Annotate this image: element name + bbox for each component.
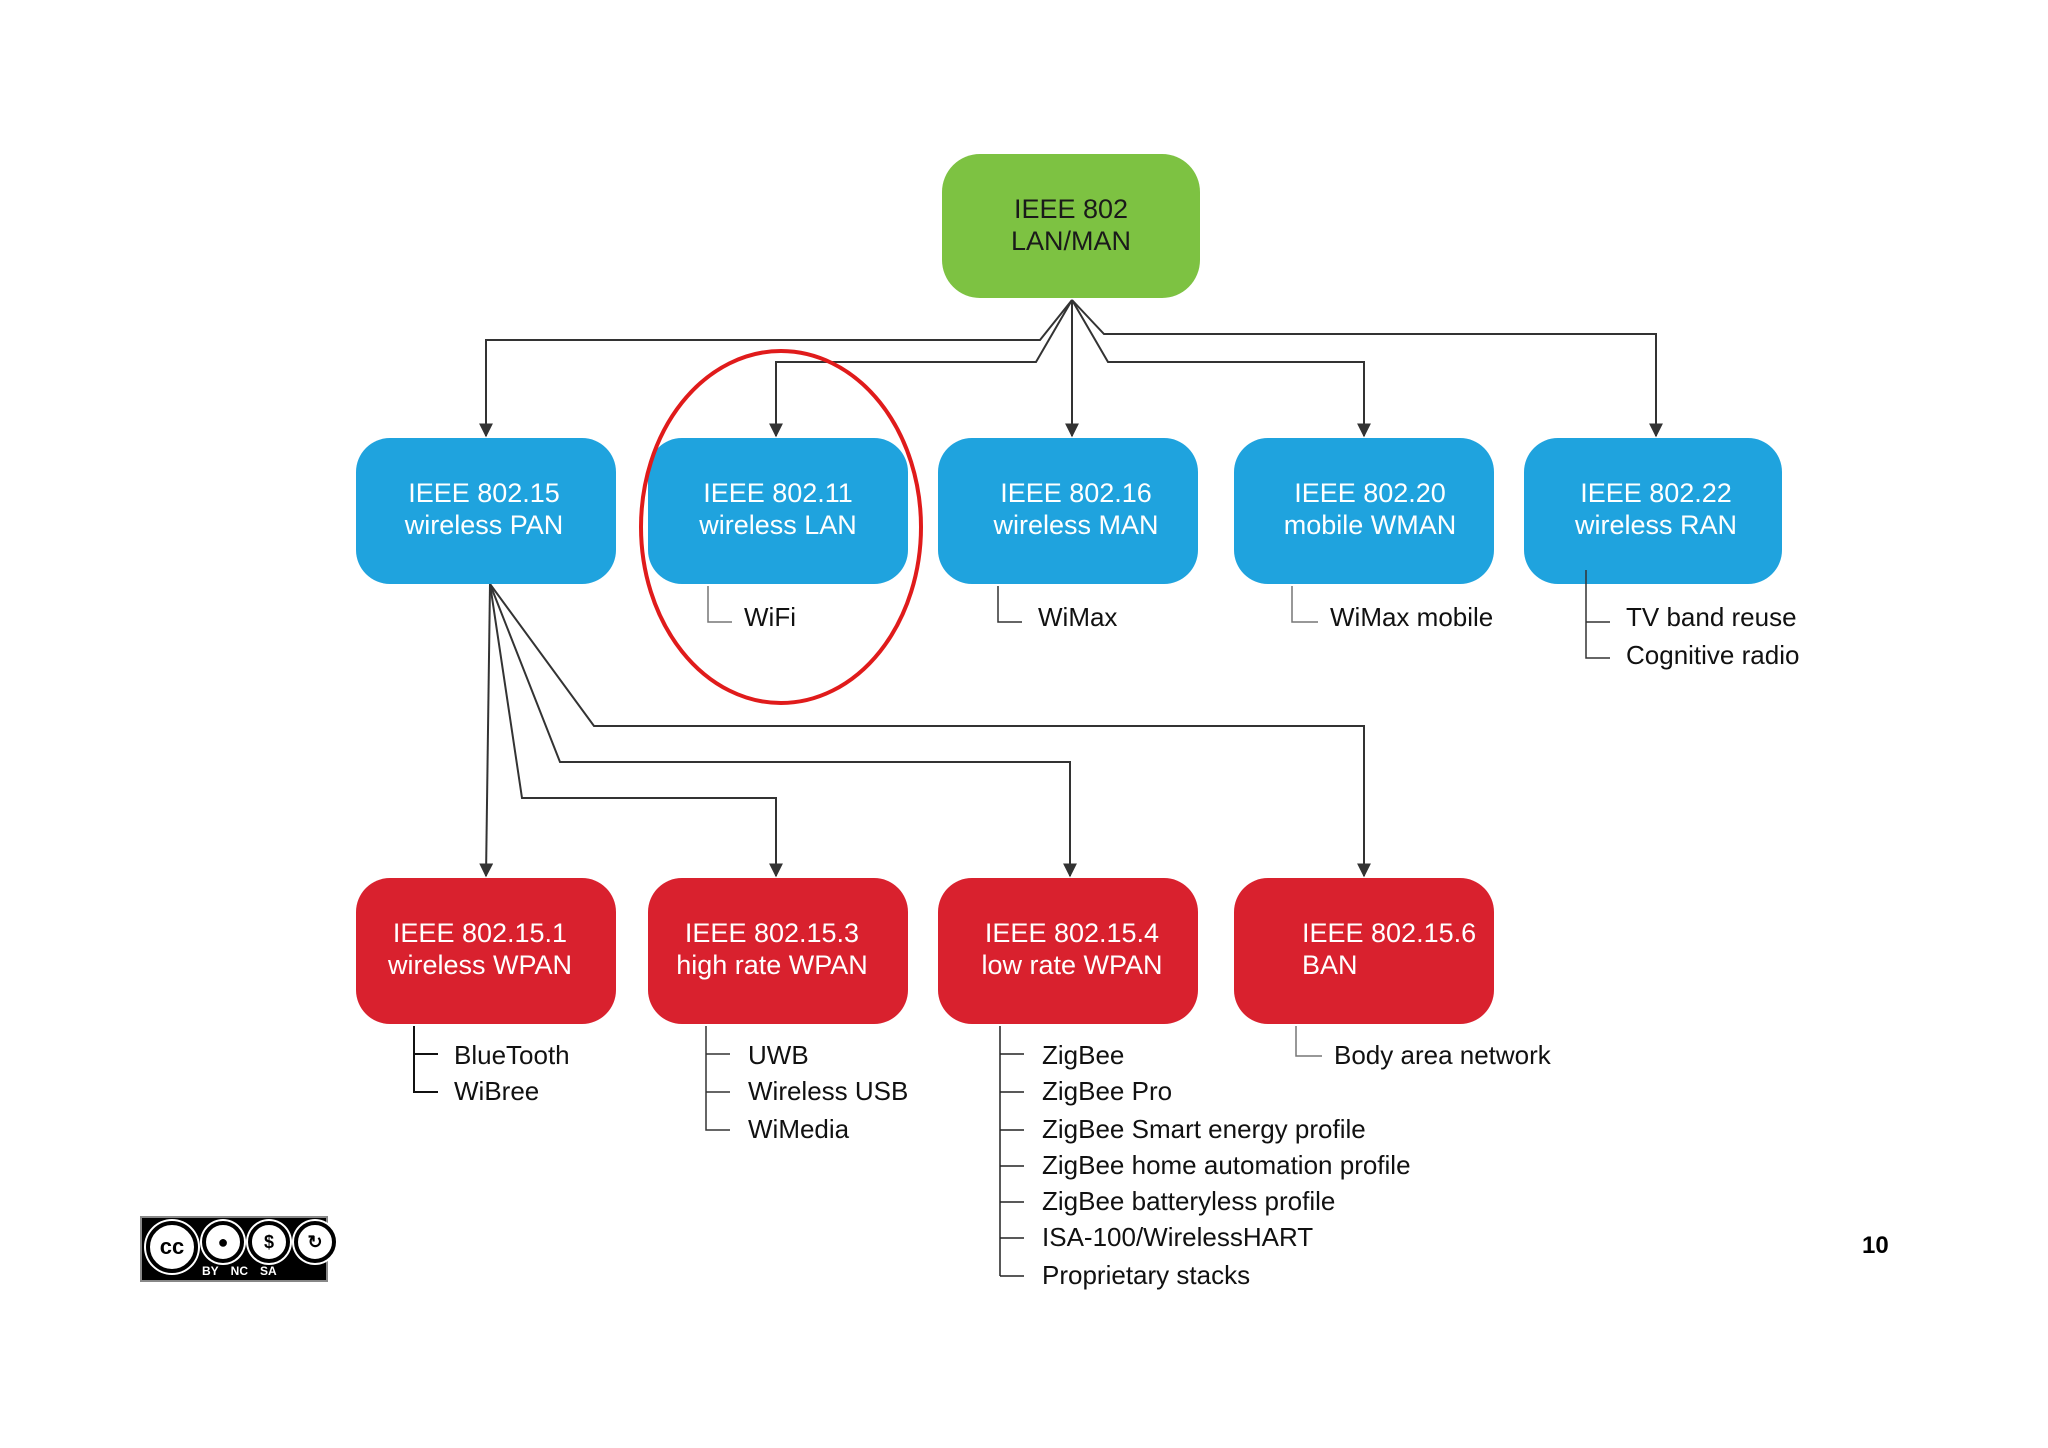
node-subtitle: high rate WPAN xyxy=(676,950,868,980)
node-title: IEEE 802.15.1 xyxy=(393,918,567,948)
cc-label-sa: SA xyxy=(260,1264,277,1278)
node-box xyxy=(648,878,908,1024)
leaf-zigbee-batteryless: ZigBee batteryless profile xyxy=(1042,1186,1335,1216)
leaf-zigbee-pro: ZigBee Pro xyxy=(1042,1076,1172,1106)
nc-icon: $ xyxy=(248,1221,290,1263)
node-title: IEEE 802.15.6 xyxy=(1302,918,1476,948)
leaf-wimedia: WiMedia xyxy=(748,1114,850,1144)
leaf-connector xyxy=(999,1026,1024,1277)
node-ieee-802-22: IEEE 802.22 wireless RAN xyxy=(1524,438,1782,584)
node-box xyxy=(938,438,1198,584)
leaf-uwb: UWB xyxy=(748,1040,809,1070)
leaf-cognitive-radio: Cognitive radio xyxy=(1626,640,1799,670)
by-icon: ● xyxy=(202,1221,244,1263)
node-subtitle: wireless RAN xyxy=(1574,510,1737,540)
node-title: IEEE 802 xyxy=(1014,194,1128,224)
leaves-802-15-6 xyxy=(1295,1026,1322,1057)
node-box xyxy=(1524,438,1782,584)
leaf-connector xyxy=(413,1026,438,1093)
leaf-connector xyxy=(705,1026,730,1131)
node-box xyxy=(942,154,1200,298)
connector-to-802-15-1 xyxy=(479,583,494,878)
node-subtitle: BAN xyxy=(1302,950,1358,980)
leaf-proprietary-stacks: Proprietary stacks xyxy=(1042,1260,1250,1290)
cc-label-by: BY xyxy=(202,1264,219,1278)
leaf-connector xyxy=(997,586,1022,623)
node-title: IEEE 802.11 xyxy=(703,478,853,508)
leaf-body-area-network: Body area network xyxy=(1334,1040,1552,1070)
leaf-bluetooth: BlueTooth xyxy=(454,1040,570,1070)
leaves-802-20 xyxy=(1291,586,1318,623)
connector-to-802-20 xyxy=(1071,299,1371,438)
node-ieee-802-15-3: IEEE 802.15.3 high rate WPAN xyxy=(648,878,908,1024)
connector-to-802-15-4 xyxy=(489,583,1077,878)
leaf-connector xyxy=(1585,570,1610,659)
root-connectors xyxy=(479,299,1663,438)
node-subtitle: wireless LAN xyxy=(698,510,857,540)
node-title: IEEE 802.16 xyxy=(1000,478,1152,508)
leaves-802-15-4 xyxy=(999,1026,1024,1277)
cc-license-badge: cc ● $ ↻ BY NC SA xyxy=(140,1216,336,1282)
node-ieee-802-15-4: IEEE 802.15.4 low rate WPAN xyxy=(938,878,1198,1024)
leaf-wibree: WiBree xyxy=(454,1076,539,1106)
node-subtitle: wireless PAN xyxy=(404,510,564,540)
leaves-802-15-3 xyxy=(705,1026,730,1131)
node-title: IEEE 802.15.4 xyxy=(985,918,1159,948)
connector-to-802-15 xyxy=(479,299,1073,438)
connector-to-802-22 xyxy=(1071,299,1663,438)
connector-to-802-15-6 xyxy=(489,583,1371,878)
leaf-isa-100: ISA-100/WirelessHART xyxy=(1042,1222,1313,1252)
leaf-connector xyxy=(707,586,732,623)
connector-to-802-15-3 xyxy=(489,583,783,878)
leaves-802-22 xyxy=(1585,570,1610,659)
node-subtitle: low rate WPAN xyxy=(981,950,1162,980)
leaf-zigbee-smart-energy: ZigBee Smart energy profile xyxy=(1042,1114,1366,1144)
leaf-wifi: WiFi xyxy=(744,602,796,632)
node-ieee-802: IEEE 802 LAN/MAN xyxy=(942,154,1200,298)
node-subtitle: LAN/MAN xyxy=(1011,226,1131,256)
node-box xyxy=(1234,878,1494,1024)
node-box xyxy=(1234,438,1494,584)
node-box xyxy=(356,438,616,584)
highlight-circle xyxy=(639,349,923,705)
node-ieee-802-15-1: IEEE 802.15.1 wireless WPAN xyxy=(356,878,616,1024)
leaf-tv-band-reuse: TV band reuse xyxy=(1626,602,1797,632)
node-title: IEEE 802.20 xyxy=(1294,478,1446,508)
node-subtitle: mobile WMAN xyxy=(1284,510,1457,540)
node-box xyxy=(648,438,908,584)
node-ieee-802-15: IEEE 802.15 wireless PAN xyxy=(356,438,616,584)
leaf-connector xyxy=(1291,586,1318,623)
node-ieee-802-16: IEEE 802.16 wireless MAN xyxy=(938,438,1198,584)
sa-icon: ↻ xyxy=(294,1221,336,1263)
cc-labels: BY NC SA xyxy=(202,1264,277,1278)
leaves-802-15-1 xyxy=(413,1026,438,1093)
leaf-wireless-usb: Wireless USB xyxy=(748,1076,908,1106)
node-box xyxy=(356,878,616,1024)
leaf-zigbee: ZigBee xyxy=(1042,1040,1124,1070)
leaf-wimax-mobile: WiMax mobile xyxy=(1330,602,1493,632)
node-ieee-802-15-6: IEEE 802.15.6 BAN xyxy=(1234,878,1494,1024)
leaf-connector xyxy=(1295,1026,1322,1057)
node-ieee-802-11: IEEE 802.11 wireless LAN xyxy=(648,438,908,584)
leaf-zigbee-home-automation: ZigBee home automation profile xyxy=(1042,1150,1411,1180)
pan-connectors xyxy=(479,583,1371,878)
node-title: IEEE 802.15 xyxy=(408,478,560,508)
leaf-wimax: WiMax xyxy=(1038,602,1117,632)
node-subtitle: wireless MAN xyxy=(992,510,1158,540)
cc-icon: cc xyxy=(146,1221,198,1273)
cc-label-nc: NC xyxy=(230,1264,249,1278)
node-subtitle: wireless WPAN xyxy=(387,950,572,980)
page-number: 10 xyxy=(1862,1232,1889,1259)
node-title: IEEE 802.15.3 xyxy=(685,918,859,948)
node-ieee-802-20: IEEE 802.20 mobile WMAN xyxy=(1234,438,1494,584)
node-title: IEEE 802.22 xyxy=(1580,478,1732,508)
node-box xyxy=(938,878,1198,1024)
leaves-802-11 xyxy=(707,586,732,623)
cc-icons: cc ● $ ↻ xyxy=(146,1221,336,1273)
connector-to-802-11 xyxy=(769,299,1073,438)
leaves-802-16 xyxy=(997,586,1022,623)
